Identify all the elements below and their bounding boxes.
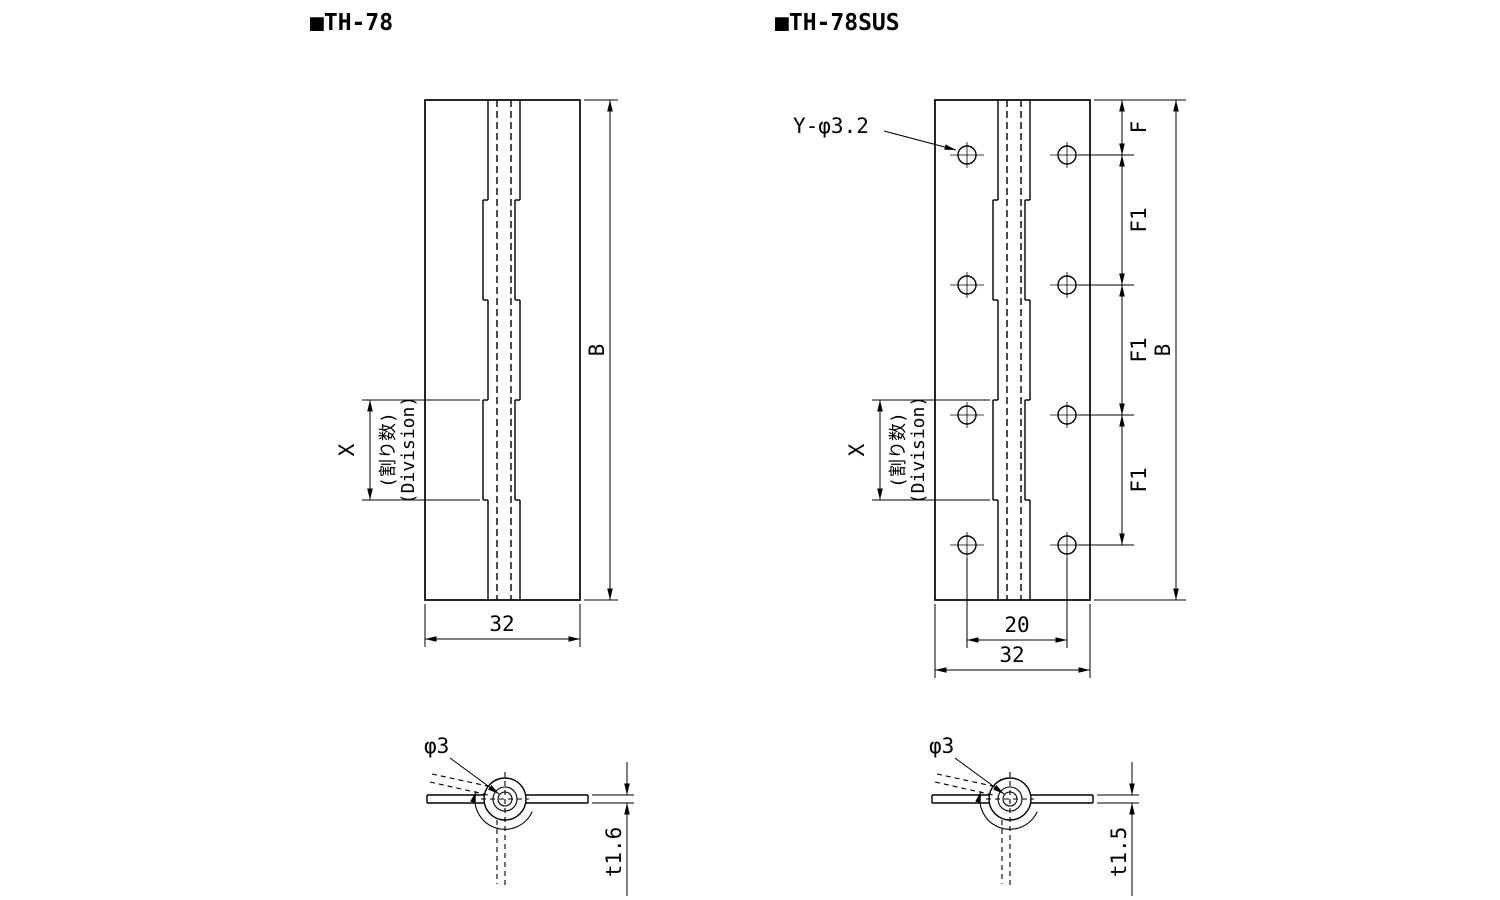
th78-drawing: ■TH-78 [310,10,634,896]
th78-dim-width: 32 [424,604,581,647]
th78-dim-b-label: B [585,344,609,357]
th78-dim-width-label: 32 [489,612,514,636]
th78sus-hinge-body-outline [934,99,1091,601]
th78sus-dim-width: 32 [934,604,1091,678]
th78-dim-thickness: t1.6 [592,762,634,896]
th78-dim-x-label: X [335,443,359,456]
th78sus-title: ■TH-78SUS [775,10,900,36]
th78sus-hole-callout-label: Y-φ3.2 [793,114,869,138]
th78-pin-dia-label: φ3 [424,734,449,758]
th78-dim-division: X (割り数) (Division) [335,396,480,504]
th78sus-section-view: φ3 t1.5 [929,734,1139,896]
th78sus-front-view: Y-φ3.2 F F1 F1 F1 B [793,99,1186,678]
th78sus-section-phantom-lines [934,772,1034,888]
th78sus-hole-callout-leader [883,130,957,151]
th78sus-dim-x-label: X [845,443,869,456]
th78sus-dim-width-label: 32 [999,643,1024,667]
th78-thickness-label: t1.6 [602,827,626,878]
th78sus-dim-f1-label-2: F1 [1127,337,1151,362]
th78sus-thickness-label: t1.5 [1107,827,1131,878]
th78-section-phantom-lines [429,772,529,888]
th78sus-drawing: ■TH-78SUS [775,10,1186,896]
th78sus-knuckle-lines [992,100,1031,600]
th78-dim-x-note-jp: (割り数) [378,412,399,488]
th78sus-dim-hole-spacing: F F1 F1 F1 [1078,99,1186,601]
th78sus-dim-division: X (割り数) (Division) [845,396,990,504]
th78-knuckle-lines [482,100,521,600]
th78sus-dim-x-note-en: (Division) [908,396,929,504]
th78-dim-x-note-en: (Division) [398,396,419,504]
th78-pin-dia-leader [449,757,500,795]
th78sus-dim-hole-pitch: 20 [966,558,1068,648]
th78sus-dim-f-label: F [1127,121,1151,134]
th78sus-dim-f1-label-1: F1 [1127,207,1151,232]
th78sus-section-swing-arc [975,791,1038,830]
th78-front-view: B 32 X (割り数) (Division) [335,99,618,647]
th78-section-view: φ3 t1.6 [424,734,634,896]
th78-section-swing-arc [470,791,533,830]
th78-dim-overall-length: B [584,99,618,601]
th78sus-dim-f1-label-3: F1 [1127,467,1151,492]
th78sus-dim-b-label: B [1151,344,1175,357]
th78-section-plate [426,794,589,804]
th78-title: ■TH-78 [310,10,393,36]
th78-hinge-body-outline [424,99,581,601]
th78sus-pin-dia-label: φ3 [929,734,954,758]
th78sus-section-plate [931,794,1094,804]
th78sus-dim-overall-length: B [1151,100,1179,600]
th78sus-dim-thickness: t1.5 [1097,762,1139,896]
th78sus-dim-pitch-label: 20 [1004,613,1029,637]
th78sus-holes [950,142,1084,558]
th78sus-dim-x-note-jp: (割り数) [888,412,909,488]
th78sus-pin-dia-leader [954,757,1005,795]
